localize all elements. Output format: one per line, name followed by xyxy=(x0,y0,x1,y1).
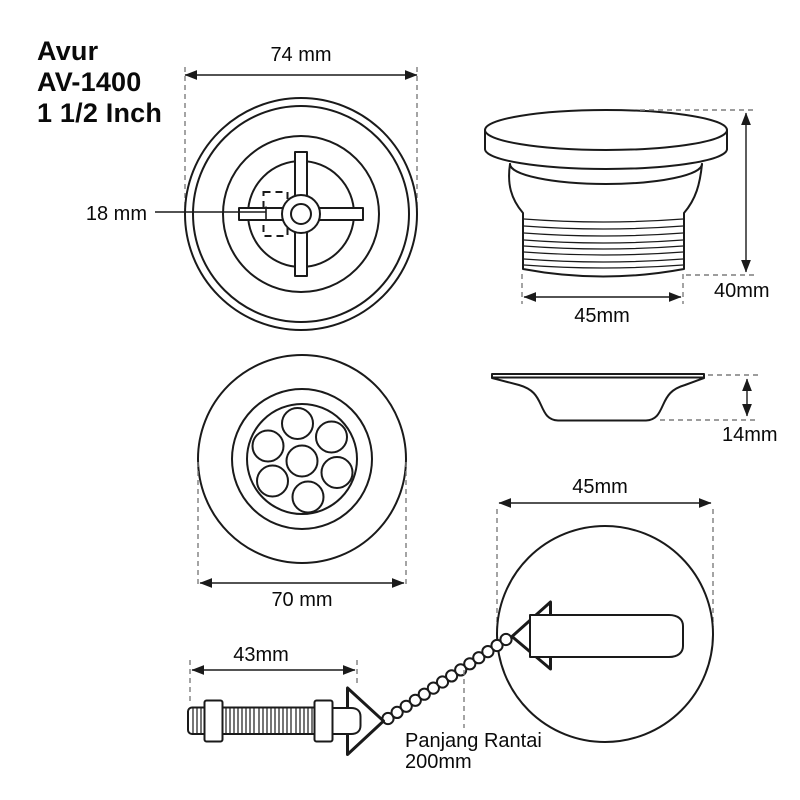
stopper-profile-outline xyxy=(491,377,705,422)
chain-bead xyxy=(463,657,477,671)
rim-inner-circle xyxy=(192,105,410,323)
chain-bead xyxy=(426,681,440,695)
rod-end-cap xyxy=(331,707,362,735)
outer-rim-circle xyxy=(184,97,418,331)
dim-label-14mm: 14mm xyxy=(722,424,778,446)
dimension-74mm: 74 mm xyxy=(184,44,418,213)
inner-circle xyxy=(246,403,358,515)
drain-top-view: 74 mm 18 mm xyxy=(86,44,418,331)
outer-circle xyxy=(197,354,407,564)
center-hole xyxy=(290,203,312,225)
dimension-70mm: 70 mm xyxy=(197,462,407,611)
chain-bead xyxy=(435,675,450,689)
callout-chain-length: Panjang Rantai 200mm xyxy=(405,670,542,773)
drain-body-side-view: 45mm 40mm xyxy=(484,109,770,327)
bolt-side-view: 43mm xyxy=(187,644,385,756)
chain-bead xyxy=(490,638,504,653)
strainer-hole xyxy=(320,456,354,489)
strainer-hole xyxy=(251,429,285,463)
body-top-arc xyxy=(509,163,703,185)
locknut-right xyxy=(313,699,334,743)
bead-chain: Panjang Rantai 200mm xyxy=(381,632,542,773)
product-model: AV-1400 xyxy=(37,67,141,97)
stopper-side-view: 14mm xyxy=(491,373,778,446)
flange-top-ellipse xyxy=(484,109,728,151)
chain-length-label-line2: 200mm xyxy=(405,751,472,773)
dim-label-18mm: 18 mm xyxy=(86,203,147,225)
drain-bottom-view: 70 mm xyxy=(197,354,407,611)
dim-label-45mm: 45mm xyxy=(574,305,630,327)
chain-bead xyxy=(390,705,404,720)
body-outline xyxy=(508,163,703,278)
dim-label-43mm: 43mm xyxy=(233,644,289,666)
stopper-top-view: 45mm xyxy=(496,476,714,743)
strainer-hole xyxy=(291,480,325,514)
product-size: 1 1/2 Inch xyxy=(37,98,162,128)
dimension-14mm: 14mm xyxy=(660,374,778,446)
title-block: Avur AV-1400 1 1/2 Inch xyxy=(37,36,162,128)
dim-label-70mm: 70 mm xyxy=(271,589,332,611)
chain-bead xyxy=(399,699,413,713)
locknut-left xyxy=(203,699,224,743)
callout-18mm: 18 mm xyxy=(86,203,267,225)
flange-circle xyxy=(222,135,380,293)
chain-bead xyxy=(408,693,422,707)
chain-bead xyxy=(499,632,513,647)
chain-bead xyxy=(417,687,431,701)
strainer-hole xyxy=(315,420,348,454)
chain-length-label-line1: Panjang Rantai xyxy=(405,730,542,752)
stopper-rim-lines xyxy=(491,373,705,379)
chain-bead xyxy=(445,669,459,683)
flange-bottom-arc xyxy=(484,148,728,170)
strainer-hole xyxy=(285,444,319,478)
strainer-holes xyxy=(251,407,354,514)
dimension-43mm: 43mm xyxy=(189,644,358,705)
dim-label-40mm: 40mm xyxy=(714,280,770,302)
body-thread-lines xyxy=(523,218,684,269)
dim-label-74mm: 74 mm xyxy=(270,44,331,66)
middle-circle xyxy=(231,388,373,530)
dimension-40mm: 40mm xyxy=(640,109,770,302)
stopper-disc-circle xyxy=(496,525,714,743)
stopper-handle xyxy=(529,614,684,658)
strainer-hole xyxy=(256,464,289,498)
chain-bead xyxy=(472,651,486,665)
strainer-hole xyxy=(281,407,314,440)
dimension-45mm-stopper: 45mm xyxy=(496,476,714,630)
chain-bead xyxy=(481,645,495,659)
product-name: Avur xyxy=(37,36,99,66)
dim-label-45mm-stopper: 45mm xyxy=(572,476,628,498)
dimension-45mm-body: 45mm xyxy=(521,274,684,327)
